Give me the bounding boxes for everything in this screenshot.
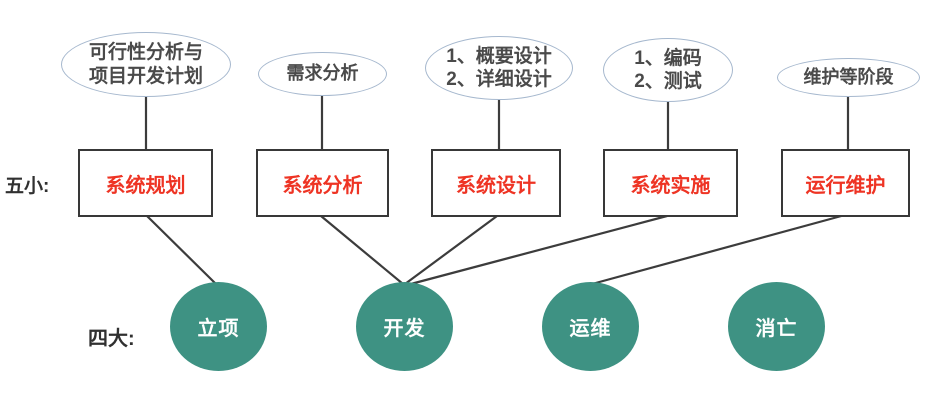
stage-box-analysis: 系统分析 (256, 149, 389, 217)
stage-label: 系统设计 (456, 174, 536, 197)
stage-box-implementation: 系统实施 (603, 149, 738, 217)
connector-line (590, 213, 847, 286)
phase-circle-development: 开发 (356, 282, 453, 371)
stage-label: 系统规划 (105, 174, 186, 197)
phase-label: 立项 (197, 318, 240, 340)
phase-circle-retirement: 消亡 (728, 282, 825, 371)
stage-box-operation-maintenance: 运行维护 (781, 149, 910, 217)
stage-label: 系统实施 (630, 174, 711, 197)
annotation-text: 项目开发计划 (88, 65, 203, 87)
phase-label: 开发 (383, 318, 426, 340)
phase-label: 消亡 (755, 318, 798, 340)
stage-label: 系统分析 (282, 174, 363, 197)
annotation-text: 1、概要设计 (446, 45, 552, 67)
row-label-four-phases: 四大: (88, 328, 135, 350)
connector-line (145, 214, 219, 287)
annotation-text: 需求分析 (286, 63, 359, 84)
annotation-text: 2、测试 (634, 71, 702, 92)
stage-box-planning: 系统规划 (78, 149, 213, 217)
phase-circle-operations: 运维 (542, 282, 639, 371)
annotation-ellipse-design: 1、概要设计 2、详细设计 (425, 36, 573, 100)
connector-line (319, 214, 405, 286)
annotation-text: 1、编码 (634, 47, 702, 69)
stage-label: 运行维护 (805, 174, 886, 197)
connector-line (405, 214, 669, 287)
annotation-ellipse-maintenance: 维护等阶段 (777, 58, 920, 97)
stage-box-design: 系统设计 (431, 149, 561, 217)
annotation-ellipse-feasibility: 可行性分析与 项目开发计划 (61, 32, 231, 97)
phase-circle-initiation: 立项 (170, 282, 267, 371)
annotation-ellipse-requirements: 需求分析 (258, 52, 387, 96)
phase-label: 运维 (569, 318, 612, 340)
row-label-five-stages: 五小: (5, 176, 50, 197)
connector-line (403, 214, 499, 286)
annotation-text: 维护等阶段 (803, 66, 894, 87)
annotation-text: 可行性分析与 (88, 42, 203, 64)
annotation-ellipse-coding-testing: 1、编码 2、测试 (603, 38, 733, 102)
annotation-text: 2、详细设计 (446, 69, 552, 90)
